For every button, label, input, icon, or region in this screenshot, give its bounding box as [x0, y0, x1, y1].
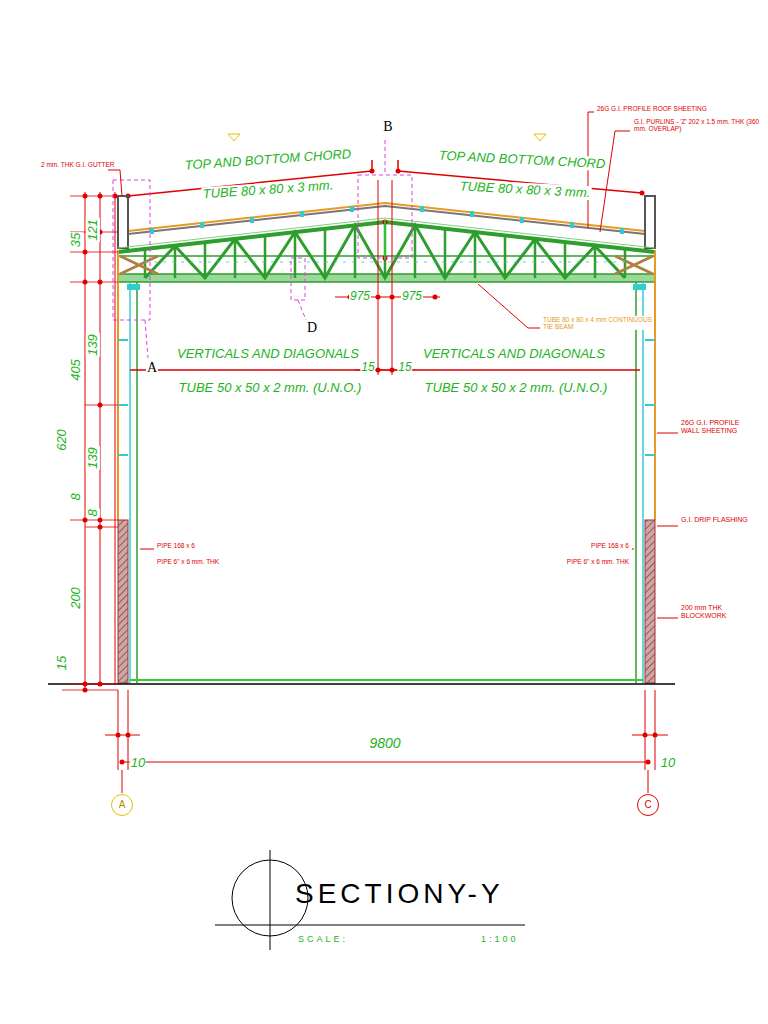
- label: TUBE 50 x 50 x 2 mm. (U.N.O.): [424, 381, 609, 395]
- grid-bubble: C: [637, 794, 659, 816]
- label: 139: [86, 446, 100, 470]
- label: 15: [55, 655, 69, 671]
- label: 200 mm THK BLOCKWORK: [680, 604, 752, 619]
- label: A: [146, 360, 158, 375]
- label: TUBE 80 x 80 x 3 mm.: [201, 178, 334, 202]
- label: PIPE 6" x 6 mm. THK: [566, 558, 630, 565]
- label: 10: [660, 756, 676, 770]
- label: 35: [69, 232, 83, 248]
- label: PIPE 168 x 6: [156, 542, 196, 549]
- label: PIPE 6" x 6 mm. THK: [156, 558, 220, 565]
- label: D: [306, 320, 318, 335]
- label: SCALE:: [297, 935, 349, 945]
- label: TUBE 80 x 80 x 4 mm CONTINUOUS TIE BEAM: [542, 316, 654, 330]
- label: B: [382, 119, 393, 134]
- grid-bubble: A: [111, 794, 133, 816]
- section-title: SECTIONY-Y: [295, 878, 504, 910]
- label: 2 mm. THK G.I. GUTTER: [40, 161, 116, 168]
- label: 26G G.I. PROFILE ROOF SHEETING: [596, 105, 708, 112]
- label: 26G G.I. PROFILE WALL SHEETING: [680, 419, 760, 434]
- label: 10: [130, 756, 146, 770]
- grid-letter: C: [644, 800, 651, 810]
- label: G.I. PURLINS - 'Z' 202 x 1.5 mm. THK (36…: [633, 118, 763, 132]
- grid-letter: A: [119, 800, 126, 810]
- label: 15: [397, 361, 412, 374]
- label: 405: [69, 358, 83, 382]
- label: G.I. DRIP FLASHING: [680, 516, 752, 524]
- label: 121: [86, 218, 100, 242]
- label: 975: [349, 290, 371, 303]
- label: 1:100: [480, 935, 520, 945]
- label: TUBE 80 x 80 x 3 mm.: [458, 179, 591, 200]
- label: 8: [86, 508, 100, 517]
- label: VERTICALS AND DIAGONALS: [176, 347, 360, 361]
- label: TOP AND BOTTOM CHORD: [183, 147, 352, 173]
- label: 620: [55, 428, 69, 452]
- label: 8: [69, 492, 83, 501]
- label: 9800: [368, 736, 401, 751]
- label: VERTICALS AND DIAGONALS: [422, 347, 606, 361]
- label: 200: [69, 586, 83, 610]
- label: TUBE 50 x 50 x 2 mm. (U.N.O.): [178, 381, 363, 395]
- label: 139: [86, 333, 100, 357]
- label: 15: [360, 361, 375, 374]
- label: TOP AND BOTTOM CHORD: [437, 148, 606, 171]
- label: PIPE 168 x 6: [590, 542, 630, 549]
- label: 975: [401, 290, 423, 303]
